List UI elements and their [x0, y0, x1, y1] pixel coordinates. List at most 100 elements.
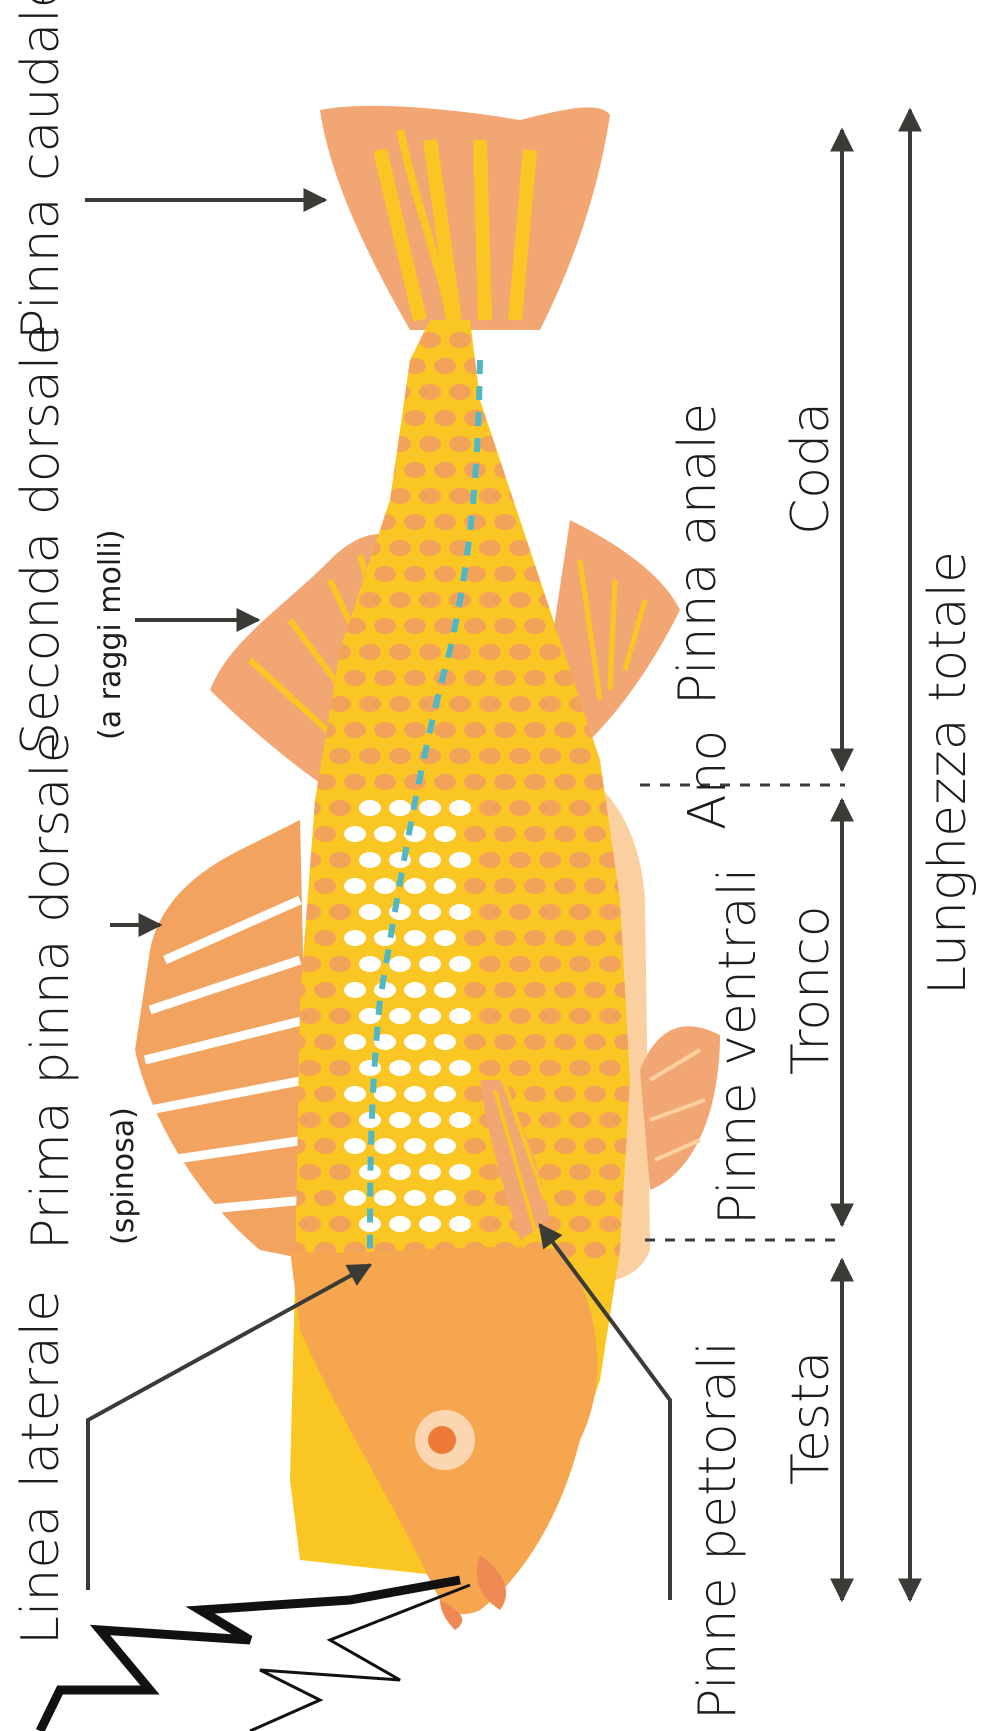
scale [389, 1008, 411, 1024]
scale [569, 436, 591, 452]
scale [359, 696, 381, 712]
scale [344, 930, 366, 946]
scale [359, 592, 381, 608]
scale [434, 358, 456, 374]
scale [314, 826, 336, 842]
scale [329, 748, 351, 764]
scale [404, 930, 426, 946]
scale [449, 488, 471, 504]
fish-illustration [135, 106, 720, 1630]
scale [494, 982, 516, 998]
scale [329, 956, 351, 972]
scale [479, 1164, 501, 1180]
scale [329, 1112, 351, 1128]
scale [419, 384, 441, 400]
scale [329, 332, 351, 348]
eye [428, 1426, 456, 1454]
scale [509, 540, 531, 556]
scale [569, 488, 591, 504]
scale [404, 1034, 426, 1050]
scale [449, 1216, 471, 1232]
scale [329, 1164, 351, 1180]
first-dorsal-fin [135, 820, 310, 1260]
scale [344, 358, 366, 374]
scale [299, 436, 321, 452]
scale [389, 1112, 411, 1128]
scale [509, 1060, 531, 1076]
scale [404, 670, 426, 686]
scale [479, 540, 501, 556]
scale [389, 1060, 411, 1076]
label-pinna-caudale: Pinna caudale [11, 0, 71, 340]
scale [419, 644, 441, 660]
scale [539, 1008, 561, 1024]
scale [539, 748, 561, 764]
scale [584, 1086, 606, 1102]
scale [494, 410, 516, 426]
scale [539, 332, 561, 348]
scale [494, 566, 516, 582]
scale [584, 1034, 606, 1050]
scale [404, 1138, 426, 1154]
scale [449, 696, 471, 712]
scale [614, 410, 636, 426]
scale [569, 384, 591, 400]
scale [584, 514, 606, 530]
scale [524, 618, 546, 634]
scale [494, 722, 516, 738]
scale [419, 1112, 441, 1128]
scale [464, 982, 486, 998]
scale [509, 1008, 531, 1024]
scale [314, 1086, 336, 1102]
scale [494, 670, 516, 686]
scale [509, 488, 531, 504]
scale [539, 644, 561, 660]
scale [419, 488, 441, 504]
scale [344, 722, 366, 738]
scale [299, 1164, 321, 1180]
scale [374, 358, 396, 374]
scale [434, 774, 456, 790]
scale [524, 878, 546, 894]
scale [554, 774, 576, 790]
scale [524, 410, 546, 426]
scale [434, 1190, 456, 1206]
scale [569, 1008, 591, 1024]
label-pinne-ventrali: Pinne ventrali [708, 868, 768, 1225]
scale [599, 904, 621, 920]
scale [494, 774, 516, 790]
scale [359, 748, 381, 764]
scale [314, 1190, 336, 1206]
scale [464, 930, 486, 946]
scale [584, 930, 606, 946]
scale [434, 410, 456, 426]
scale [404, 618, 426, 634]
scale [464, 1138, 486, 1154]
scale [509, 436, 531, 452]
fishing-line [40, 1580, 470, 1731]
scale [314, 878, 336, 894]
scale [479, 956, 501, 972]
scale [494, 826, 516, 842]
scale [449, 436, 471, 452]
scale [419, 800, 441, 816]
scale [284, 358, 306, 374]
scale [539, 956, 561, 972]
scale [404, 462, 426, 478]
scale [269, 436, 291, 452]
scale [404, 722, 426, 738]
scale [284, 410, 306, 426]
scale [494, 930, 516, 946]
scale [449, 332, 471, 348]
scale [389, 696, 411, 712]
scale [344, 670, 366, 686]
scale [434, 462, 456, 478]
scale [389, 488, 411, 504]
scale [494, 358, 516, 374]
scale [479, 1008, 501, 1024]
scale [554, 1086, 576, 1102]
scale [599, 1112, 621, 1128]
scale [524, 462, 546, 478]
scale [344, 878, 366, 894]
